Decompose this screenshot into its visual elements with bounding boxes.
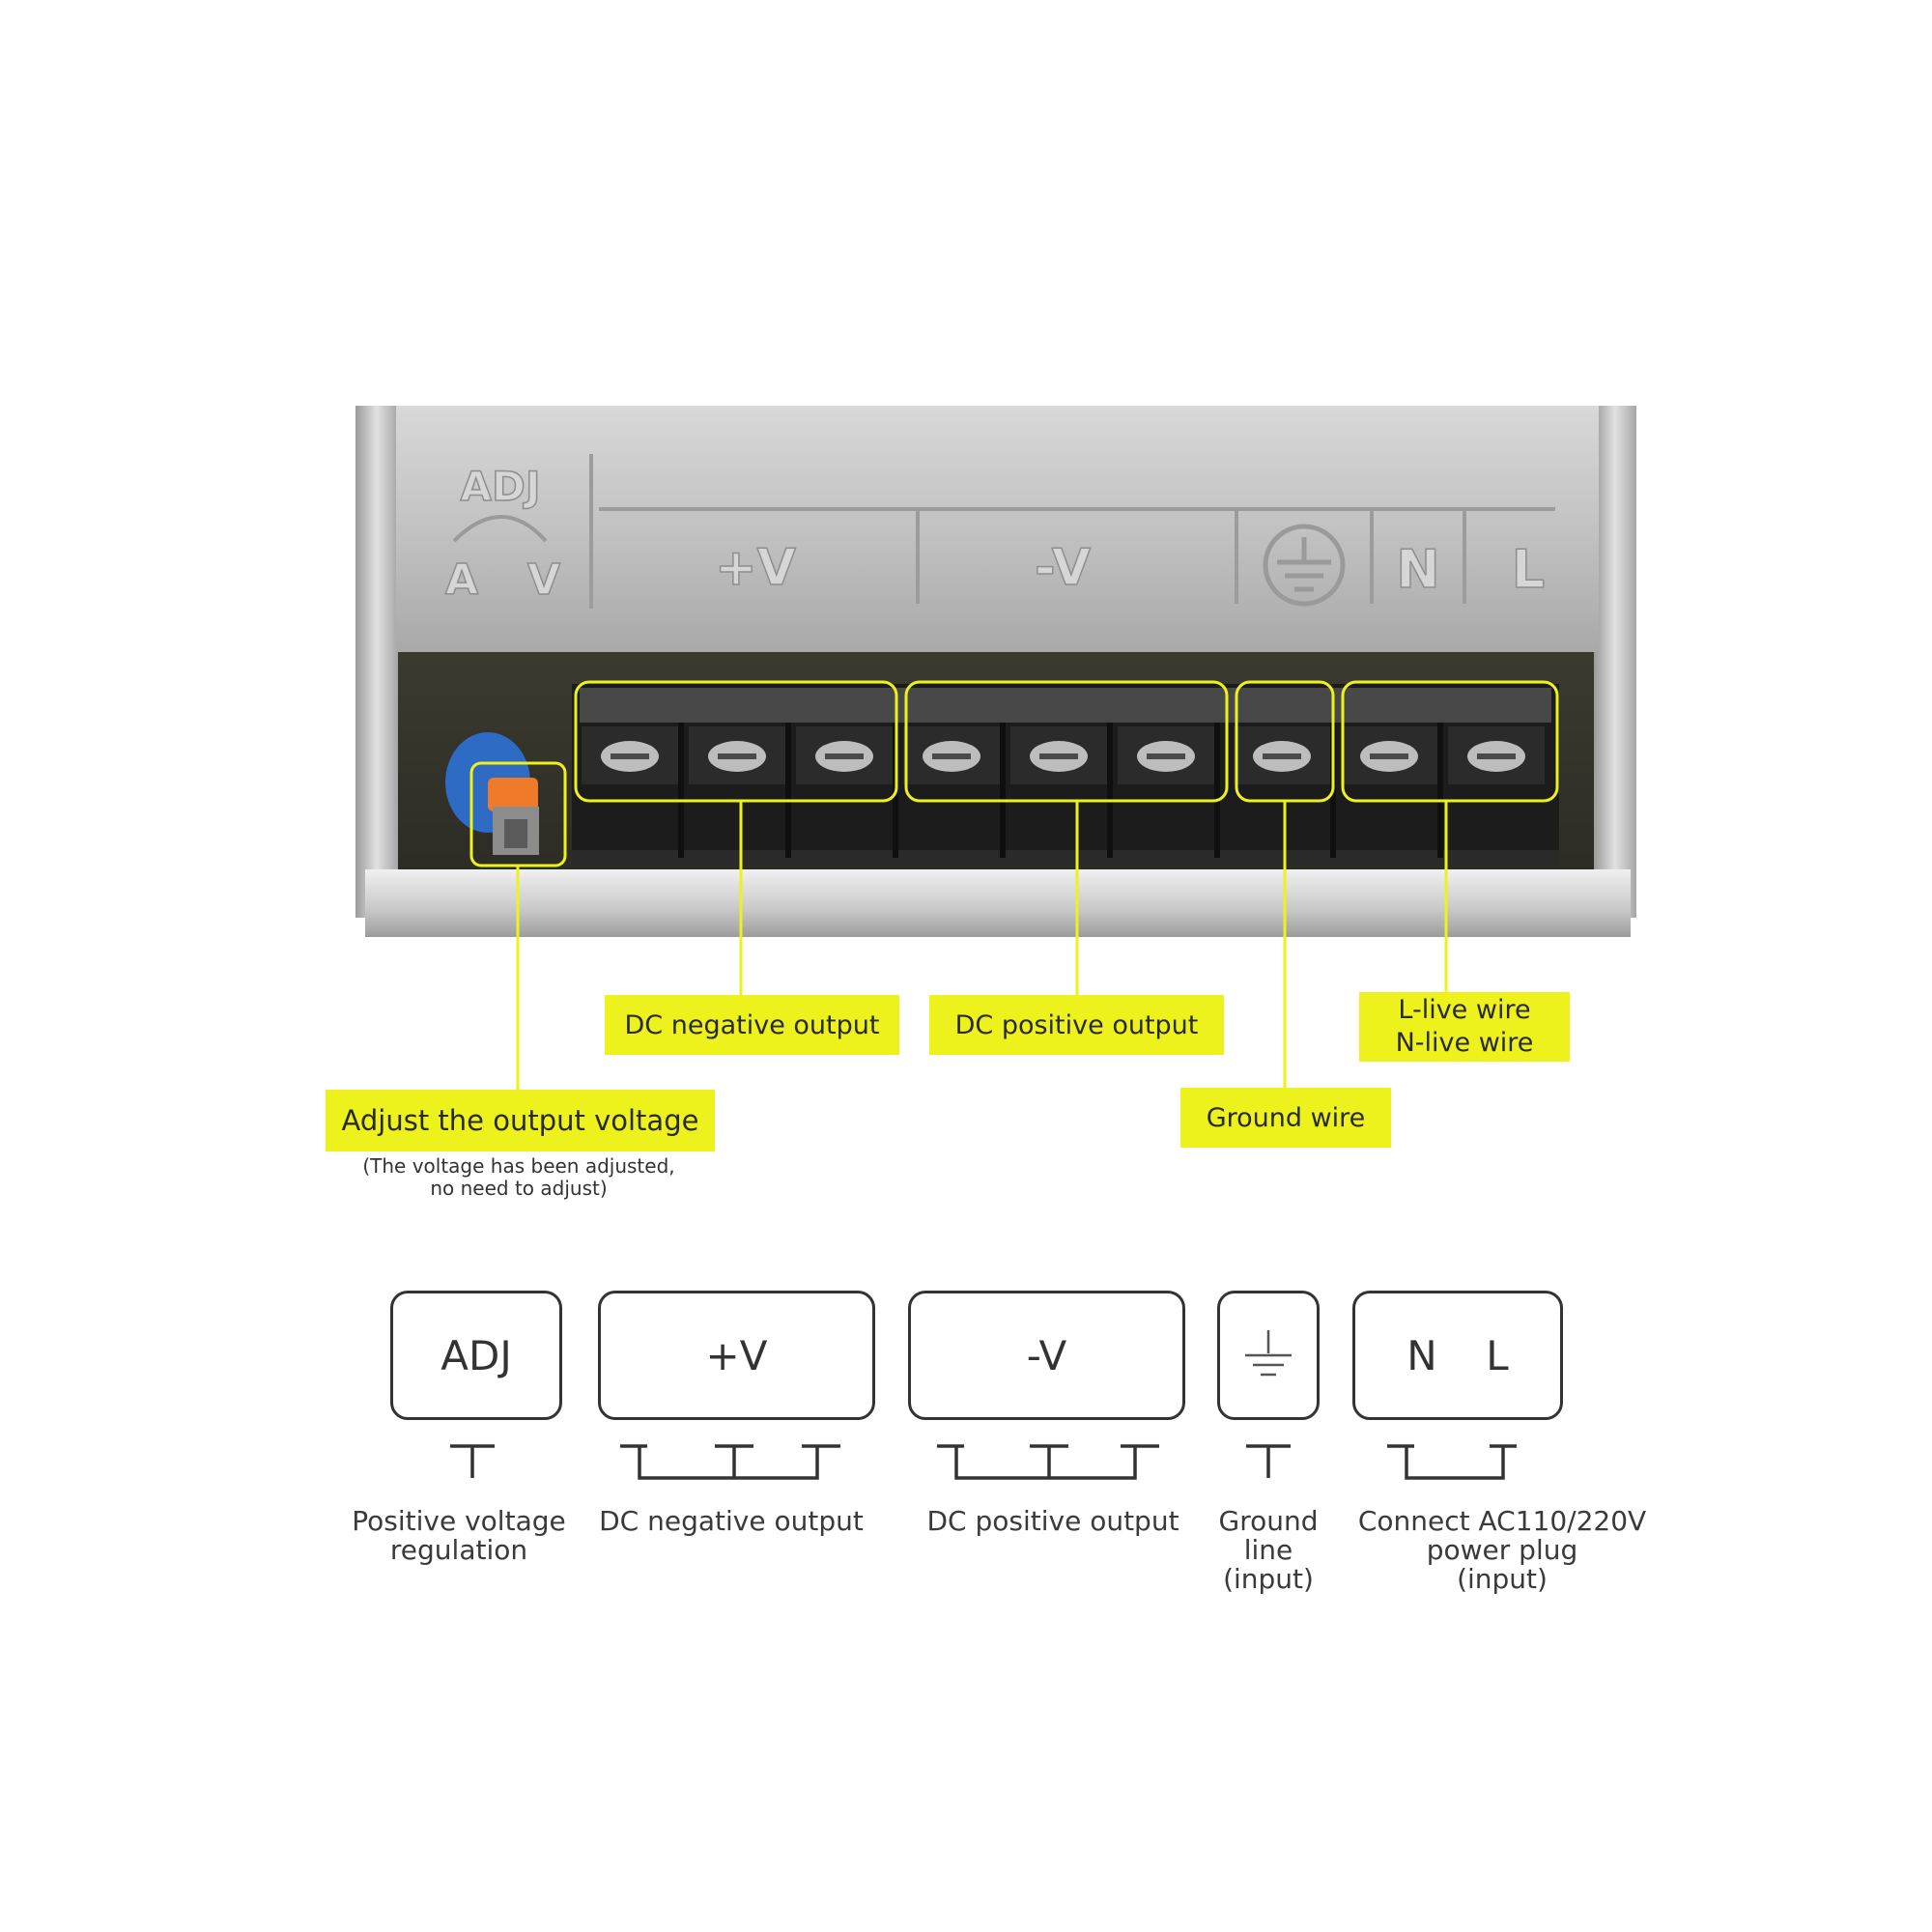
label-dc-negative-output: DC negative output bbox=[599, 1505, 864, 1537]
callout-live-wire: L-live wire N-live wire bbox=[1359, 992, 1570, 1062]
adjust-arrow-icon bbox=[452, 515, 548, 543]
label-connect-ac-power-plug: Connect AC110/220V power plug (input) bbox=[1357, 1505, 1647, 1595]
terminal-box-ground bbox=[1217, 1291, 1320, 1420]
top-panel bbox=[396, 406, 1599, 652]
terminal-box-adj: ADJ bbox=[390, 1291, 562, 1420]
label-positive-voltage-regulation: Positive voltage regulation bbox=[352, 1505, 566, 1566]
highlight-live bbox=[1341, 680, 1559, 803]
screw-terminal-icon bbox=[1118, 723, 1220, 858]
terminal-screws bbox=[582, 723, 1545, 858]
callout-dc-positive: DC positive output bbox=[929, 995, 1224, 1055]
screw-terminal-icon bbox=[689, 723, 791, 858]
screw-terminal-icon bbox=[1010, 723, 1113, 858]
highlight-dc-positive bbox=[904, 680, 1229, 803]
engraving-l: L bbox=[1512, 539, 1545, 600]
highlight-dc-negative bbox=[574, 680, 898, 803]
terminal-box-minus-v: -V bbox=[908, 1291, 1185, 1420]
adjust-note: (The voltage has been adjusted, no need … bbox=[362, 1154, 675, 1200]
label-ground-line-input: Ground line (input) bbox=[1218, 1505, 1319, 1595]
casing-right-side bbox=[1594, 406, 1636, 918]
terminal-box-n-label: N bbox=[1406, 1331, 1437, 1379]
engraved-ground-symbol-icon bbox=[1263, 524, 1346, 607]
screw-terminal-icon bbox=[1448, 726, 1545, 784]
engraving-plus-v: +V bbox=[715, 539, 796, 597]
engraving-n: N bbox=[1396, 539, 1439, 600]
engraving-adj: ADJ bbox=[461, 463, 541, 510]
screw-terminal-icon bbox=[796, 723, 898, 858]
engraving-v: V bbox=[527, 555, 560, 605]
callout-dc-negative: DC negative output bbox=[605, 995, 899, 1055]
screw-terminal-icon bbox=[582, 723, 684, 858]
ground-symbol-icon bbox=[1245, 1330, 1292, 1377]
callout-ground-wire: Ground wire bbox=[1180, 1088, 1391, 1148]
engraving-a: A bbox=[445, 555, 478, 605]
screw-terminal-icon bbox=[903, 723, 1006, 858]
terminal-box-nl: N L bbox=[1352, 1291, 1563, 1420]
terminal-box-l-label: L bbox=[1486, 1331, 1509, 1379]
engraving-minus-v: -V bbox=[1035, 539, 1091, 597]
callout-adjust-voltage: Adjust the output voltage bbox=[326, 1090, 715, 1151]
base-plate bbox=[365, 869, 1631, 937]
screw-terminal-icon bbox=[1341, 723, 1443, 858]
terminal-box-plus-v: +V bbox=[598, 1291, 875, 1420]
label-dc-positive-output: DC positive output bbox=[926, 1505, 1179, 1537]
casing-left-side bbox=[355, 406, 398, 918]
